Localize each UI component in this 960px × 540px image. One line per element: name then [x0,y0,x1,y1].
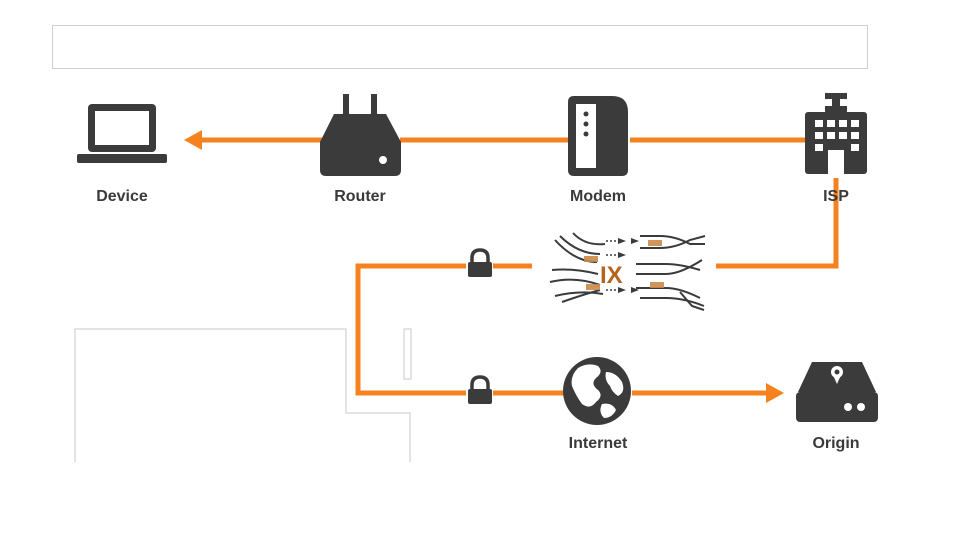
laptop-icon [77,104,167,163]
lock-icon [468,375,492,404]
arrowhead-origin [766,383,784,403]
connector-isp-ix [716,178,839,269]
router-icon [320,94,401,176]
connectors [200,137,839,396]
modem-icon [568,96,628,176]
globe-icon [563,357,631,425]
server-icon [796,362,878,422]
title-box [52,25,868,69]
router-label: Router [334,188,386,205]
isp-label: ISP [823,188,849,205]
modem-label: Modem [570,188,626,205]
lock-icon [468,248,492,277]
overlay-frames [74,328,412,462]
building-icon [805,93,867,174]
ix-label: IX [600,262,623,289]
origin-label: Origin [812,435,860,452]
arrowhead-device [184,130,202,150]
internet-label: Internet [568,435,628,452]
exchange-icon: IX [549,232,706,311]
connector-lock-down [355,263,466,396]
device-label: Device [96,188,148,205]
